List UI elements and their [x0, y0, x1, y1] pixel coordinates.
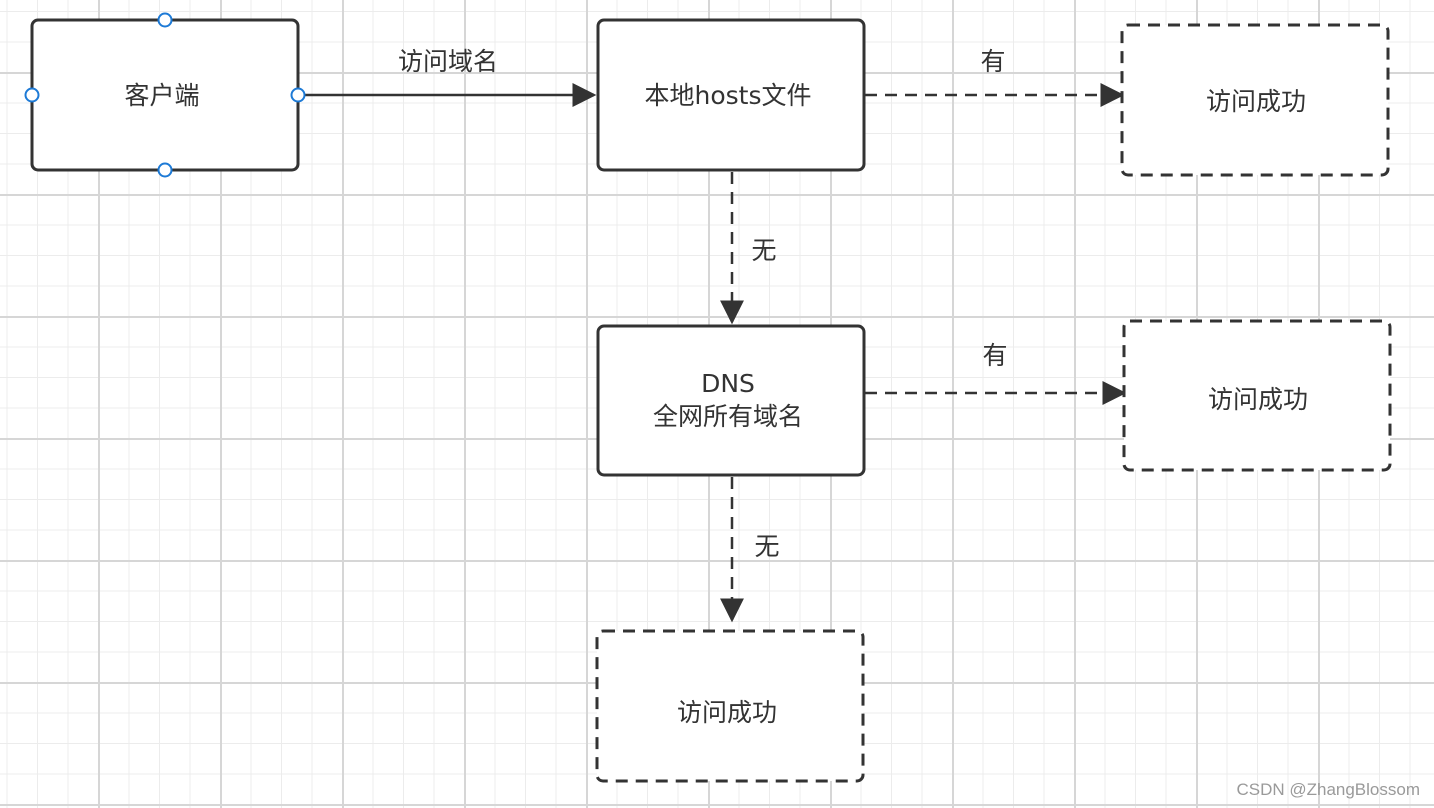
node-success-bottom-box[interactable]: [595, 629, 865, 783]
node-success-dns-box[interactable]: [1122, 319, 1392, 472]
connection-handle-bottom[interactable]: [157, 162, 173, 178]
node-success-hosts-box[interactable]: [1120, 23, 1390, 177]
node-dns-title: DNS: [701, 369, 755, 398]
node-success-dns-label: 访问成功: [1208, 385, 1308, 414]
node-hosts-file-label: 本地hosts文件: [645, 81, 812, 110]
node-success-hosts-label: 访问成功: [1206, 87, 1306, 116]
node-success-bottom[interactable]: 访问成功: [595, 629, 865, 783]
edge-client-to-hosts[interactable]: 访问域名: [298, 47, 597, 107]
connection-handle-top[interactable]: [157, 12, 173, 28]
edge-label-not-found: 无: [754, 532, 779, 561]
edge-label-found: 有: [980, 47, 1005, 76]
node-hosts-file[interactable]: 本地hosts文件: [596, 18, 866, 172]
edge-hosts-to-dns[interactable]: 无: [720, 172, 777, 325]
node-success-dns[interactable]: 访问成功: [1122, 319, 1392, 472]
edge-label-found: 有: [982, 341, 1007, 370]
edge-hosts-to-success[interactable]: 有: [865, 47, 1125, 107]
node-hosts-file-box[interactable]: [596, 18, 866, 172]
connection-handle-right[interactable]: [290, 87, 306, 103]
node-success-hosts[interactable]: 访问成功: [1120, 23, 1390, 177]
node-client[interactable]: 客户端: [24, 12, 306, 178]
watermark: CSDN @ZhangBlossom: [1236, 780, 1420, 799]
edge-dns-to-bottom[interactable]: 无: [720, 477, 780, 623]
connection-handle-left[interactable]: [24, 87, 40, 103]
node-dns-subtitle: 全网所有域名: [653, 402, 803, 431]
edge-label-visit-domain: 访问域名: [398, 47, 498, 76]
node-dns[interactable]: DNS 全网所有域名: [596, 324, 866, 477]
node-client-label: 客户端: [124, 81, 199, 110]
edge-label-not-found: 无: [751, 236, 776, 265]
edge-dns-to-success[interactable]: 有: [865, 341, 1127, 405]
node-dns-box[interactable]: [596, 324, 866, 477]
node-success-bottom-label: 访问成功: [677, 698, 777, 727]
